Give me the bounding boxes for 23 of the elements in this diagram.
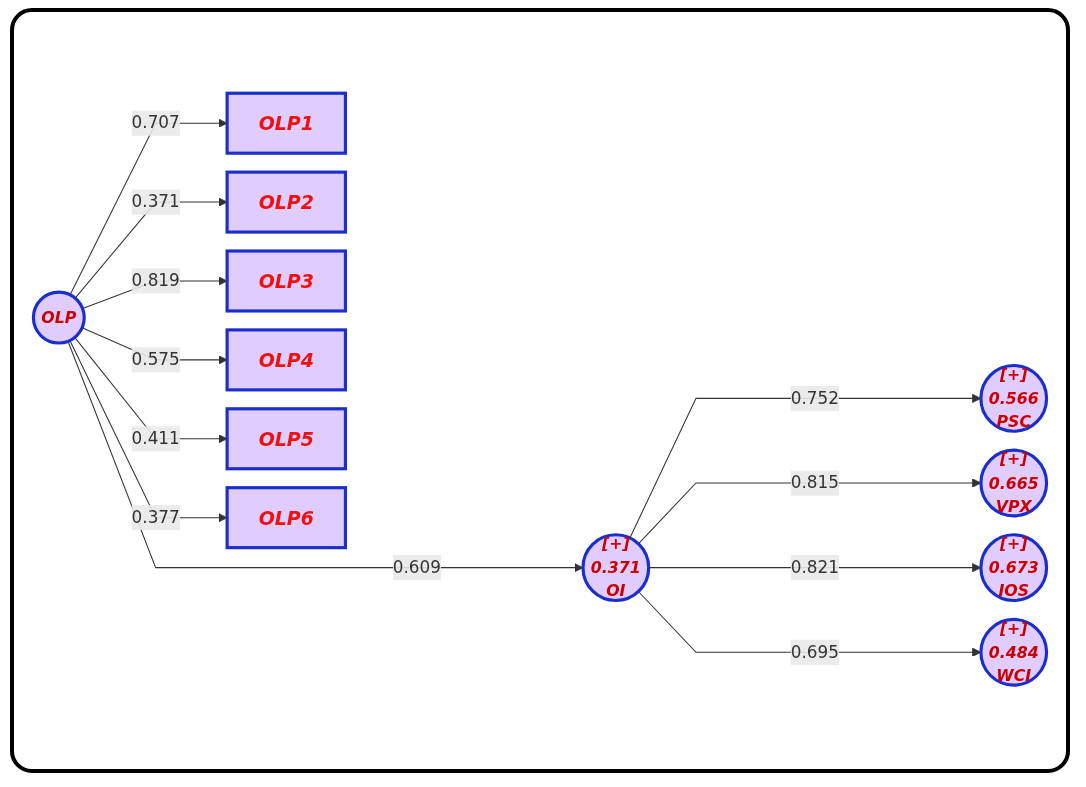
node-box: OLP2	[225, 170, 347, 234]
node-box: OLP6	[225, 486, 347, 550]
edge-label: 0.411	[131, 428, 180, 449]
edge-label: 0.819	[131, 270, 180, 291]
node-circle: [+] 0.566 PSC	[979, 363, 1049, 433]
node-circle: [+] 0.371 OI	[581, 533, 651, 603]
edge-label: 0.575	[131, 349, 180, 370]
node-circle: OLP	[31, 290, 86, 345]
node-box: OLP5	[225, 407, 347, 471]
node-box: OLP3	[225, 249, 347, 313]
edge-label: 0.695	[790, 641, 839, 662]
node-box: OLP4	[225, 328, 347, 392]
node-circle: [+] 0.665 VPX	[979, 448, 1049, 518]
node-circle: [+] 0.673 IOS	[979, 533, 1049, 603]
edge-label: 0.815	[790, 472, 839, 493]
node-box: OLP1	[225, 91, 347, 155]
edge-label: 0.609	[392, 557, 441, 578]
edge-label: 0.371	[131, 191, 180, 212]
edge-label: 0.752	[790, 387, 839, 408]
edge-label: 0.377	[131, 507, 180, 528]
edge-label: 0.821	[790, 557, 839, 578]
node-circle: [+] 0.484 WCI	[979, 617, 1049, 687]
edge-label: 0.707	[131, 112, 180, 133]
